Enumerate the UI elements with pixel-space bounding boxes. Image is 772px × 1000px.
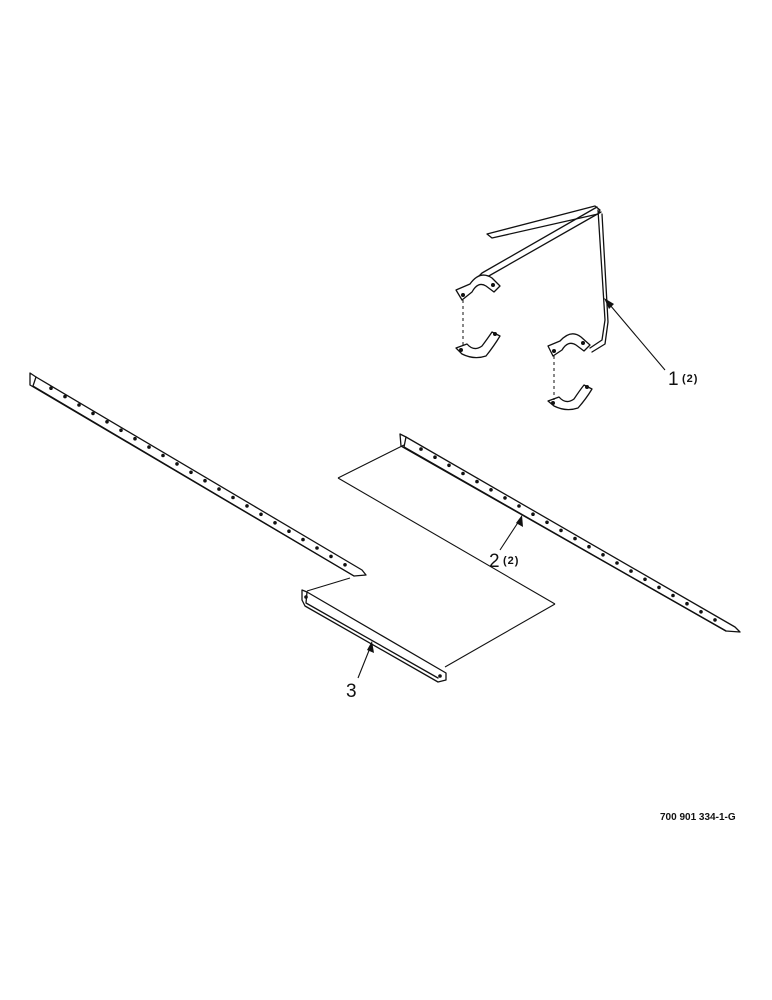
bar-hole: [587, 544, 591, 549]
bar-hole: [63, 394, 67, 399]
bar-hole: [147, 445, 151, 449]
bar-hole: [489, 488, 493, 492]
bar-hole: [91, 411, 95, 416]
callout-3-number: 3: [346, 681, 357, 702]
bar-hole: [287, 529, 291, 533]
bar-hole: [301, 537, 305, 542]
bar-hole: [419, 447, 423, 451]
callout-2-number: 2: [489, 551, 500, 572]
bar-hole: [475, 479, 479, 484]
splice-bar-part: [301, 589, 447, 683]
bar-hole: [545, 520, 549, 525]
bar-hole: [259, 512, 263, 517]
bar-hole: [671, 593, 675, 598]
bar-hole: [685, 601, 689, 606]
callout-1-number: 1: [668, 369, 679, 390]
bar-hole: [713, 618, 717, 622]
wire-support-part: [455, 205, 609, 411]
bar-hole: [231, 495, 235, 500]
right-angle-bar-part: [399, 433, 741, 633]
bar-hole: [203, 478, 207, 483]
bar-hole: [77, 403, 81, 407]
bar-hole: [133, 436, 137, 441]
bar-hole: [559, 528, 563, 533]
bar-hole: [657, 585, 661, 590]
left-angle-bar-part: [29, 372, 367, 577]
bar-hole: [643, 577, 647, 582]
bar-hole: [461, 471, 465, 476]
callout-2-qty: (2): [503, 555, 519, 567]
bar-hole: [105, 420, 109, 424]
callout-leaders: [357, 298, 666, 679]
bar-hole: [629, 569, 633, 573]
bar-hole: [217, 487, 221, 491]
bar-hole: [615, 561, 619, 565]
leader-arrow-1: [604, 298, 614, 309]
leader-arrow-3: [367, 641, 374, 653]
leader-arrow-2: [516, 515, 523, 527]
bar-hole: [175, 462, 179, 466]
bar-hole: [119, 428, 123, 433]
bar-hole: [273, 521, 277, 525]
bar-hole: [699, 610, 703, 614]
bar-hole: [189, 470, 193, 475]
bar-hole: [573, 536, 577, 541]
bar-hole: [245, 504, 249, 508]
bar-hole: [517, 504, 521, 508]
assembly-lines: [306, 444, 556, 668]
bar-hole: [503, 496, 507, 500]
bar-hole: [343, 563, 347, 567]
bar-hole: [329, 554, 333, 559]
bar-hole: [49, 386, 53, 391]
bar-hole: [161, 453, 165, 458]
bar-hole: [315, 546, 319, 550]
callout-1-qty: (2): [682, 373, 698, 385]
bar-hole: [433, 455, 437, 460]
bar-hole: [531, 512, 535, 516]
drawing-number: 700 901 334-1-G: [660, 812, 736, 823]
bar-hole: [447, 463, 451, 468]
bar-hole: [601, 553, 605, 557]
